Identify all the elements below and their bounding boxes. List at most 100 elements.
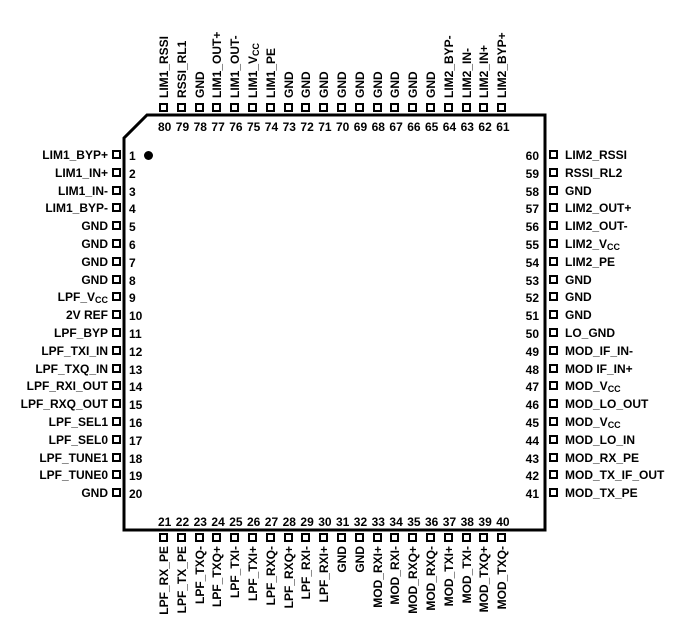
pin-pad: [265, 103, 275, 112]
pin-label: LIM1_IN-: [57, 183, 108, 198]
pin-pad: [283, 533, 293, 542]
pin-number: 59: [525, 166, 539, 181]
pin-label: LPF_TXI_IN: [41, 343, 108, 358]
pin-label: MOD_TXI+: [441, 546, 456, 607]
pin-pad: [112, 185, 121, 195]
pin-number: 54: [525, 255, 539, 270]
pin-label: LPF_BYP: [53, 326, 108, 340]
pin-pad: [112, 434, 121, 444]
pin-number: 38: [460, 515, 474, 529]
pin-number: 52: [525, 291, 539, 306]
pin-pad: [549, 203, 558, 213]
pin-label: LPF_RXI-: [299, 546, 314, 600]
pin-number: 31: [336, 515, 350, 529]
pin-pad: [176, 103, 186, 112]
pin-label: LPF_TX_PE: [174, 546, 189, 614]
pin-number: 25: [229, 515, 243, 529]
pin-label: RSSI_RL1: [174, 40, 189, 98]
pin-number: 76: [229, 120, 243, 134]
pin-label: LIM2_VCC: [565, 237, 621, 252]
pin-number: 30: [318, 515, 332, 529]
pin-number: 69: [353, 120, 368, 134]
pin-pad: [112, 239, 121, 248]
pin-pad: [112, 150, 121, 159]
pin-label: GND: [81, 219, 108, 234]
pin-label: MOD IF_IN+: [565, 361, 633, 376]
pin-label: LPF_TXI-: [228, 546, 243, 599]
pin-label: LIM1_PE: [263, 47, 278, 98]
pin-label: GND: [81, 486, 108, 501]
pin-label: LIM2_IN+: [477, 44, 492, 98]
pin-number: 34: [389, 515, 403, 529]
pin-label: LPF_RX_PE: [157, 546, 171, 615]
pin-pad: [549, 150, 558, 159]
pin-pad: [549, 363, 558, 373]
pin-pad: [549, 328, 558, 337]
pin-pad: [479, 533, 489, 542]
pin-label: LIM1_OUT+: [210, 31, 225, 98]
pin-pad: [354, 533, 364, 542]
pin-pad: [549, 417, 558, 426]
pin-number: 73: [282, 120, 296, 134]
pin-label: LIM2_BYP+: [495, 32, 510, 98]
pin-label: GND: [192, 71, 207, 98]
pin-pad: [283, 103, 293, 112]
pin-pad: [549, 274, 558, 284]
pin-pad: [230, 103, 240, 112]
pin-number: 49: [525, 344, 539, 359]
pin-number: 14: [129, 380, 143, 395]
pin-label: LIM1_RSSI: [157, 35, 171, 98]
pin-pad: [549, 256, 558, 266]
pin-number: 75: [247, 120, 261, 134]
pin-label: MOD_TX_IF_OUT: [565, 468, 665, 483]
pin-pad: [549, 167, 558, 177]
pin-number: 61: [496, 120, 510, 134]
pin-pad: [248, 103, 257, 112]
pin-number: 28: [282, 515, 296, 529]
pin-label: GND: [352, 546, 367, 573]
pin-pad: [112, 167, 121, 177]
pin-label: MOD_RXI-: [388, 546, 403, 605]
pin1-marker-dot: [144, 151, 153, 160]
pin-pad: [212, 103, 222, 112]
pin-number: 27: [264, 515, 279, 529]
pin-number: 66: [407, 120, 421, 134]
pin-label: GND: [388, 71, 403, 98]
pin-pad: [549, 185, 558, 195]
pin-number: 72: [300, 120, 314, 134]
pin-label: GND: [370, 71, 385, 98]
pin-label: LPF_TXI+: [246, 546, 260, 602]
pin-pad: [194, 103, 204, 112]
pin-number: 63: [460, 120, 474, 134]
pin-number: 9: [129, 291, 136, 306]
pin-label: LPF_VCC: [57, 290, 108, 306]
pin-number: 16: [129, 416, 143, 430]
pin-label: GND: [352, 71, 367, 98]
pin-number: 39: [478, 515, 492, 529]
pin-number: 78: [193, 120, 207, 134]
pin-pad: [112, 345, 121, 355]
pin-label: LIM1_BYP+: [42, 148, 108, 162]
pin-number: 36: [425, 515, 439, 529]
pin-number: 29: [300, 515, 314, 529]
pin-pad: [112, 328, 121, 337]
pin-pad: [159, 533, 168, 542]
pin-pad: [112, 292, 121, 302]
pin-number: 50: [525, 327, 539, 341]
pin-pad: [549, 292, 558, 302]
pin-pad: [194, 533, 204, 542]
pin-pad: [372, 533, 382, 542]
pin-label: MOD_TXQ-: [495, 546, 510, 610]
pin-number: 3: [129, 184, 136, 199]
pin-number: 56: [525, 220, 539, 235]
pin-number: 6: [129, 238, 136, 252]
pin-pad: [497, 103, 507, 112]
pin-label: GND: [565, 183, 592, 198]
pin-label: GND: [335, 546, 349, 573]
pin-number: 26: [247, 515, 261, 529]
pin-label: LIM1_OUT-: [228, 35, 243, 98]
pin-label: LIM1_IN+: [54, 165, 108, 180]
pin-label: LPF_RXI_OUT: [26, 379, 108, 394]
pin-pad: [497, 533, 507, 542]
